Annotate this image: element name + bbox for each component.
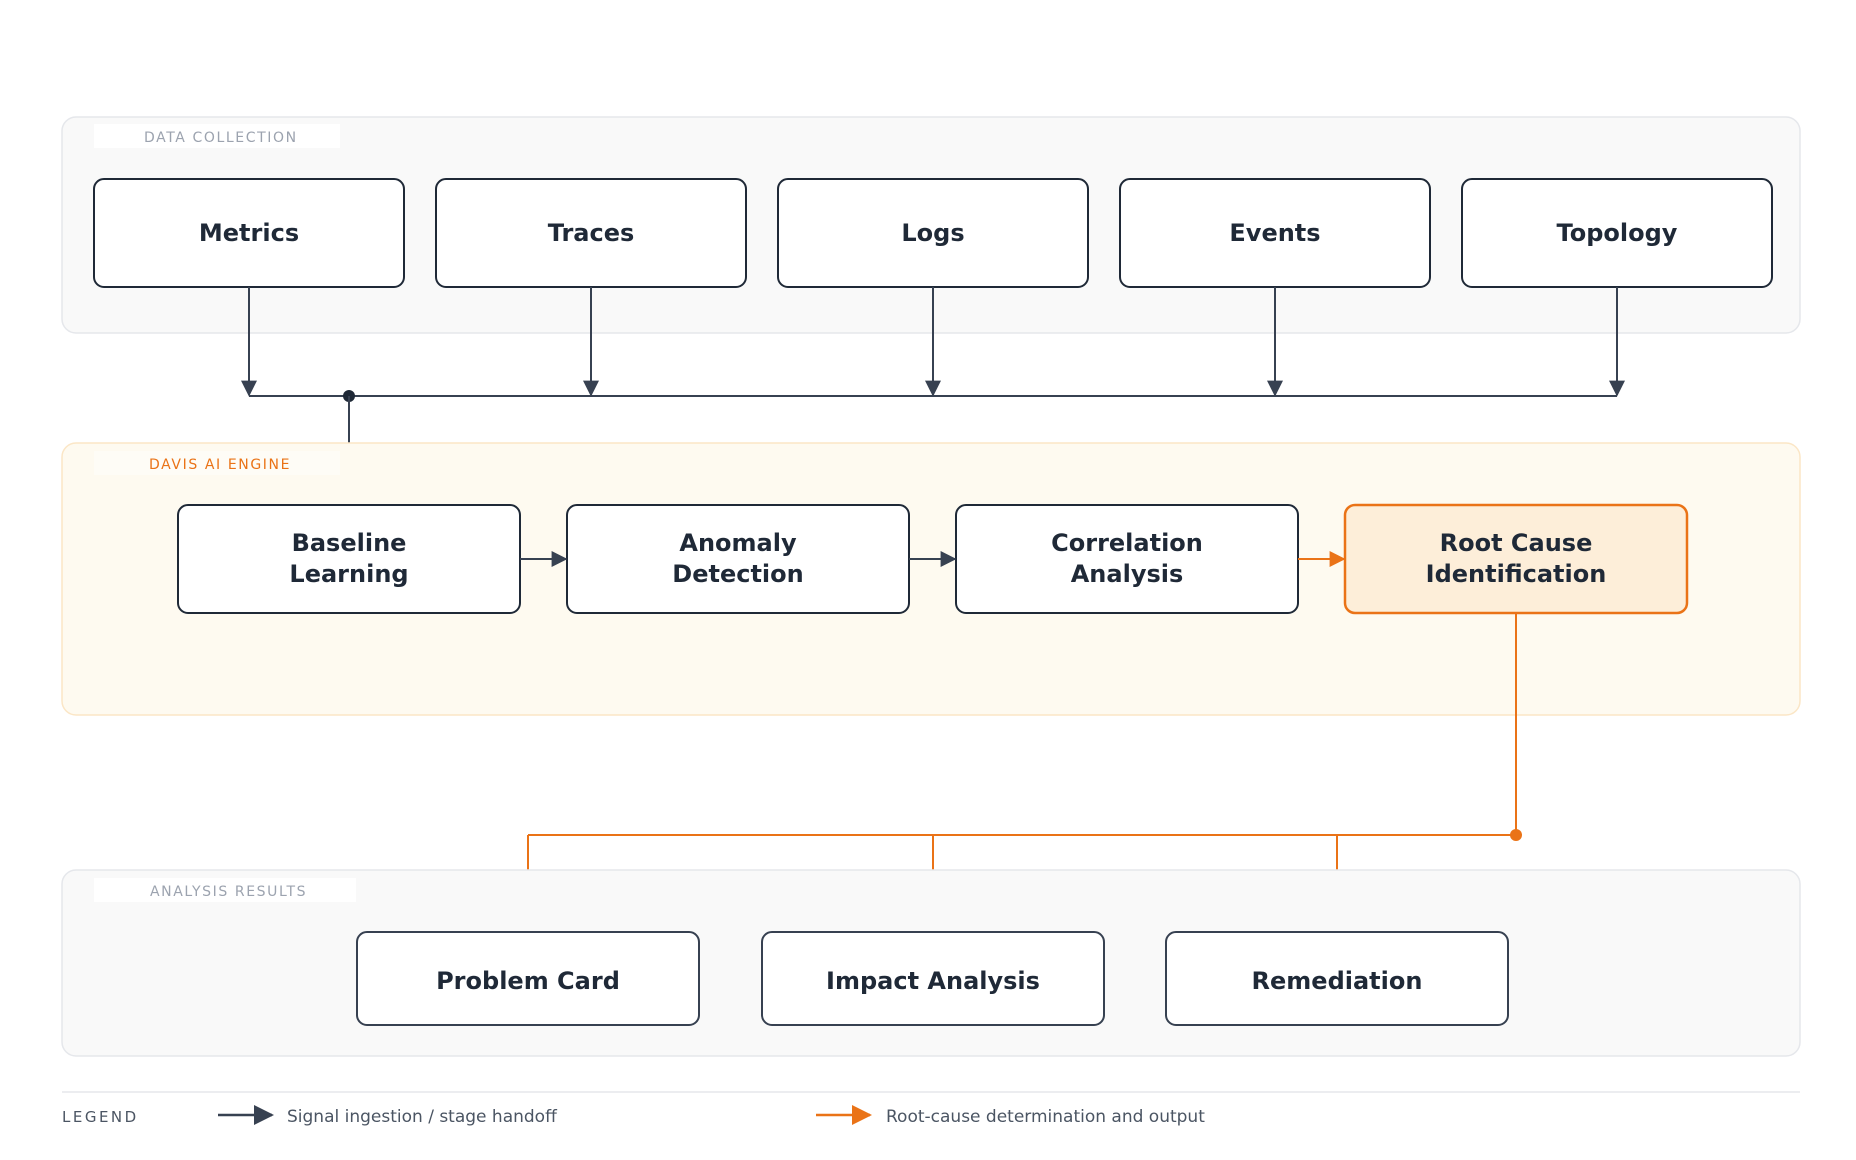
source-label: Topology [1557, 219, 1678, 247]
stage-label-line1: Anomaly [679, 529, 797, 557]
stage-node-correlation-analysis[interactable]: Correlation Analysis [955, 504, 1299, 614]
engine-label: DAVIS AI ENGINE [149, 457, 291, 473]
stage-label-line1: Baseline [292, 529, 407, 557]
output-node-impact-analysis[interactable]: Impact Analysis [761, 931, 1105, 1026]
stage-label-line2: Analysis [1071, 560, 1184, 588]
source-label: Events [1229, 219, 1320, 247]
source-node-events[interactable]: Events [1119, 178, 1431, 288]
stage-label-line2: Learning [289, 560, 408, 588]
output-label: Impact Analysis [826, 967, 1040, 995]
stage-label-line1: Root Cause [1440, 529, 1593, 557]
stage-node-root-cause-identification[interactable]: Root Cause Identification [1343, 503, 1689, 615]
stage-label-line2: Detection [672, 560, 803, 588]
source-label: Metrics [199, 219, 299, 247]
output-node-remediation[interactable]: Remediation [1165, 931, 1509, 1026]
stage-label-line1: Correlation [1051, 529, 1203, 557]
source-node-logs[interactable]: Logs [777, 178, 1089, 288]
legend-ingestion-text: Signal ingestion / stage handoff [287, 1107, 558, 1127]
output-label: Problem Card [436, 967, 620, 995]
output-node-problem-card[interactable]: Problem Card [356, 931, 700, 1026]
data-collection-label: DATA COLLECTION [144, 130, 298, 146]
output-label: Remediation [1252, 967, 1423, 995]
source-node-metrics[interactable]: Metrics [93, 178, 405, 288]
output-junction-dot [1510, 829, 1522, 841]
ingestion-connectors [241, 287, 1625, 506]
legend: LEGEND Signal ingestion / stage handoff … [62, 1091, 1800, 1127]
source-node-topology[interactable]: Topology [1461, 178, 1773, 288]
legend-title: LEGEND [62, 1108, 139, 1126]
stage-node-baseline-learning[interactable]: Baseline Learning [177, 504, 521, 614]
stage-node-anomaly-detection[interactable]: Anomaly Detection [566, 504, 910, 614]
results-label: ANALYSIS RESULTS [150, 884, 307, 900]
legend-root-cause-text: Root-cause determination and output [886, 1107, 1205, 1127]
stage-label-line2: Identification [1426, 560, 1607, 588]
source-label: Traces [548, 219, 635, 247]
source-node-traces[interactable]: Traces [435, 178, 747, 288]
source-label: Logs [901, 219, 964, 247]
